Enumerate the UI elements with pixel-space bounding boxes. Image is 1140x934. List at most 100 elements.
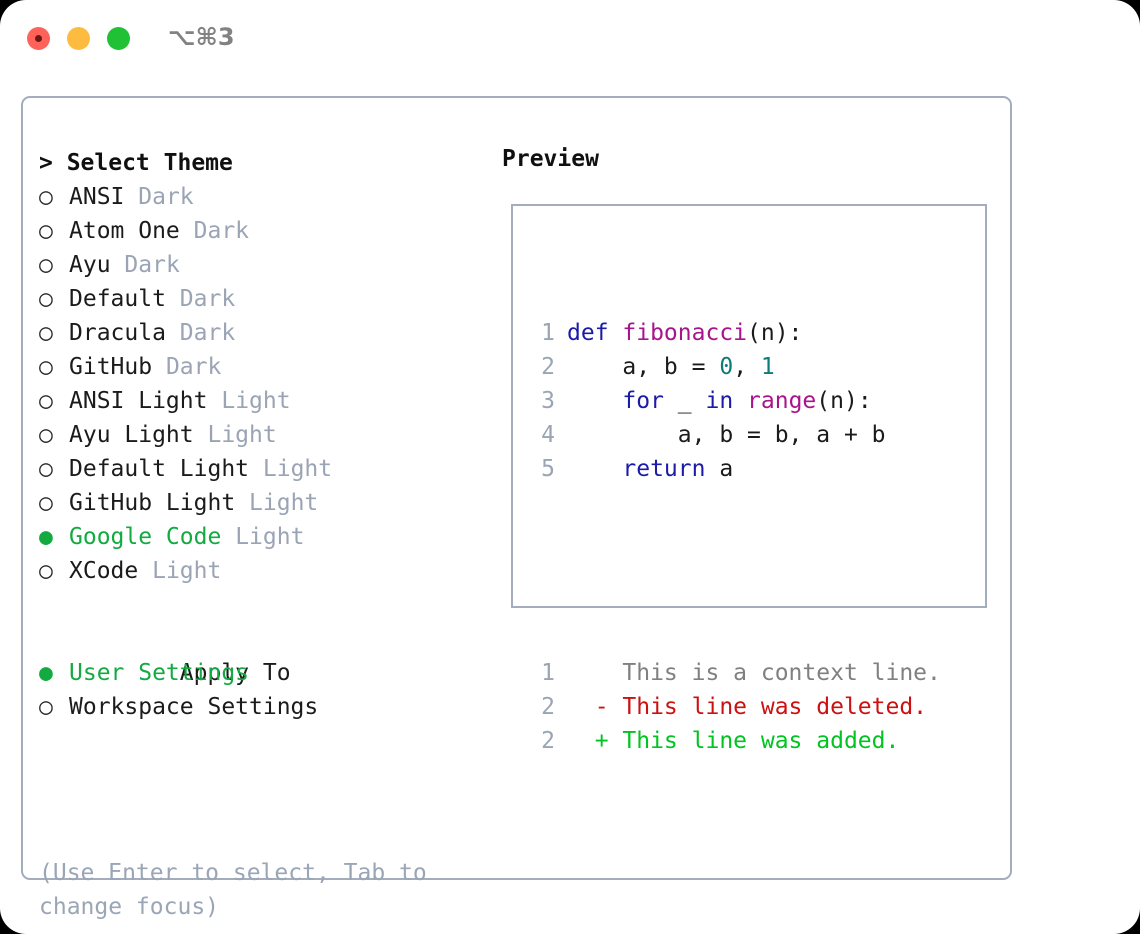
theme-name: Google Code [69, 524, 222, 550]
theme-list-header: > Select Theme [39, 150, 233, 176]
spacer [124, 184, 138, 210]
spacer [235, 490, 249, 516]
theme-list-item[interactable]: ○ Ayu Light Light [39, 418, 489, 452]
apply-to-item[interactable]: ○ Workspace Settings [39, 690, 489, 724]
keyboard-hint: (Use Enter to select, Tab to change focu… [39, 860, 441, 920]
radio-unselected-icon[interactable]: ○ [39, 218, 53, 244]
spacer [166, 286, 180, 312]
apply-to-item[interactable]: ●User Settings [39, 656, 489, 690]
radio-unselected-icon[interactable]: ○ [39, 558, 53, 584]
radio-unselected-icon[interactable]: ○ [39, 252, 53, 278]
theme-variant-badge: Light [235, 524, 305, 550]
theme-variant-badge: Light [221, 388, 291, 414]
code-token: a, b = b, a + b [567, 422, 886, 448]
radio-selected-icon[interactable]: ● [39, 660, 53, 686]
code-line: 3 for _ in range(n): [527, 384, 941, 418]
theme-variant-badge: Light [152, 558, 222, 584]
line-number: 4 [541, 422, 555, 448]
theme-variant-badge: Light [207, 422, 277, 448]
keyboard-shortcut-label: ⌥⌘3 [168, 23, 235, 51]
diff-marker [567, 660, 609, 686]
theme-list-item[interactable]: ○ ANSI Light Light [39, 384, 489, 418]
theme-variant-badge: Dark [193, 218, 250, 244]
code-diff-spacer [527, 554, 941, 588]
apply-to-header: Apply To [179, 660, 291, 686]
theme-picker-panel: > Select Theme ○ANSI Dark○Atom One Dark○… [21, 96, 1012, 920]
apply-to-list[interactable]: ●User Settings ○ Workspace Settings [39, 656, 489, 724]
theme-list-column: > Select Theme ○ANSI Dark○Atom One Dark○… [39, 146, 489, 724]
diff-text: This line was added. [608, 728, 900, 754]
theme-variant-badge: Dark [124, 252, 180, 278]
radio-unselected-icon[interactable]: ○ [39, 490, 53, 516]
line-number: 1 [541, 660, 555, 686]
theme-variant-badge: Dark [179, 320, 236, 346]
spacer [39, 588, 489, 622]
theme-list-item[interactable]: ○ Default Dark [39, 282, 489, 316]
diff-line: 1 This is a context line. [527, 656, 941, 690]
line-number: 3 [541, 388, 555, 414]
theme-list-item[interactable]: ○ GitHub Dark [39, 350, 489, 384]
radio-selected-icon[interactable]: ● [39, 524, 53, 550]
close-icon [35, 35, 42, 42]
code-token: a [705, 456, 734, 482]
radio-unselected-icon[interactable]: ○ [39, 354, 53, 380]
apply-to-label: Workspace Settings [69, 694, 319, 720]
theme-name: Atom One [69, 218, 180, 244]
line-number: 2 [541, 354, 555, 380]
title-bar: ⌥⌘3 [0, 0, 1140, 78]
radio-unselected-icon[interactable]: ○ [39, 422, 53, 448]
theme-name: Ayu Light [69, 422, 194, 448]
minimize-button[interactable] [67, 27, 90, 50]
spacer [249, 456, 263, 482]
theme-list-item[interactable]: ○XCode Light [39, 554, 489, 588]
diff-block: 1 This is a context line.2 - This line w… [527, 656, 941, 758]
spacer [111, 252, 125, 278]
theme-variant-badge: Light [249, 490, 319, 516]
theme-list-item[interactable]: ● Google Code Light [39, 520, 489, 554]
code-token: for [622, 388, 664, 414]
theme-list-item[interactable]: ○GitHub Light Light [39, 486, 489, 520]
radio-unselected-icon[interactable]: ○ [39, 694, 53, 720]
theme-name: Default Light [69, 456, 250, 482]
diff-marker: + [567, 728, 609, 754]
theme-name: Ayu [69, 252, 111, 278]
code-token: (n): [747, 320, 803, 346]
theme-name: ANSI Light [69, 388, 208, 414]
radio-unselected-icon[interactable]: ○ [39, 320, 53, 346]
theme-list-item[interactable]: ○ Default Light Light [39, 452, 489, 486]
code-token: a, b = [567, 354, 720, 380]
theme-list[interactable]: ○ ANSI Dark ○ Atom One Dark ○ Ayu Dark ○ Defaul… [39, 180, 489, 588]
theme-list-item[interactable]: ○ Ayu Dark [39, 248, 489, 282]
theme-variant-badge: Dark [165, 354, 222, 380]
code-line: 4 a, b = b, a + b [527, 418, 941, 452]
code-token: def [567, 320, 623, 346]
radio-unselected-icon[interactable]: ○ [39, 286, 53, 312]
code-token: 1 [760, 354, 775, 380]
spacer [138, 558, 152, 584]
theme-list-item[interactable]: ○ Atom One Dark [39, 214, 489, 248]
theme-variant-badge: Dark [179, 286, 236, 312]
theme-name: Default [69, 286, 166, 312]
radio-unselected-icon[interactable]: ○ [39, 456, 53, 482]
theme-list-item[interactable]: ○ ANSI Dark [39, 180, 489, 214]
theme-variant-badge: Dark [138, 184, 194, 210]
theme-variant-badge: Light [262, 456, 333, 482]
line-number: 2 [541, 728, 555, 754]
code-token [567, 456, 622, 482]
theme-name: ANSI [69, 184, 125, 210]
code-line: 5 return a [527, 452, 941, 486]
code-token: _ [663, 388, 706, 414]
diff-text: This is a context line. [608, 660, 941, 686]
theme-list-item[interactable]: ○ Dracula Dark [39, 316, 489, 350]
maximize-button[interactable] [107, 27, 130, 50]
radio-unselected-icon[interactable]: ○ [39, 184, 53, 210]
theme-name: GitHub [69, 354, 153, 380]
code-token: fibonacci [622, 320, 748, 346]
line-number: 2 [541, 694, 555, 720]
theme-name: Dracula [69, 320, 166, 346]
radio-unselected-icon[interactable]: ○ [39, 388, 53, 414]
